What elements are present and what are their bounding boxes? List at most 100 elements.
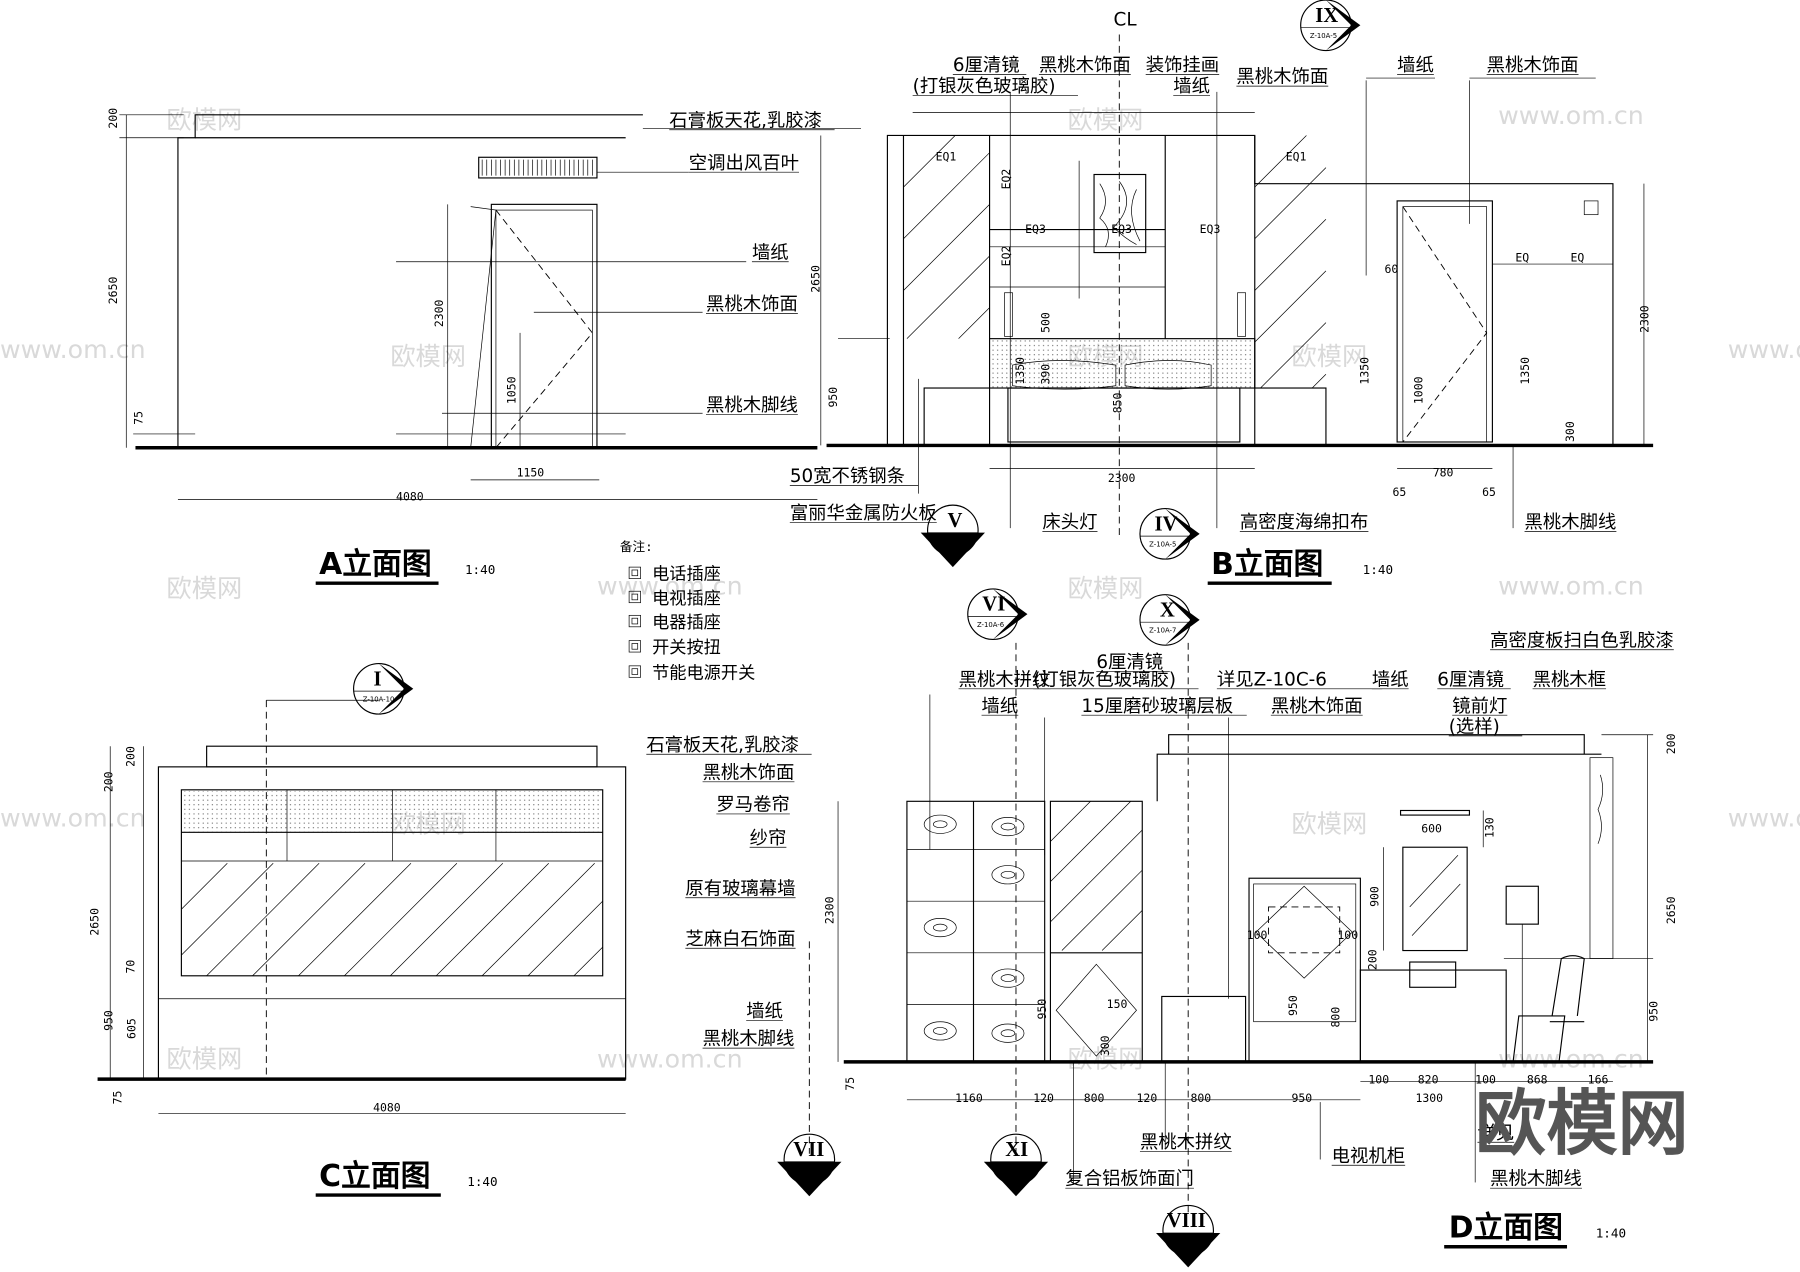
section-reference-code: Z-10A-5: [1149, 540, 1176, 548]
watermark-logo-large: 欧模网: [1475, 1082, 1688, 1165]
elevation-b-dimension: 300: [1563, 421, 1577, 442]
elevation-c-callout-label: 芝麻白石饰面: [685, 929, 795, 950]
watermark-url: www.om.cn: [1498, 101, 1644, 130]
elevation-c-scale: 1:40: [467, 1174, 497, 1189]
elevation-d-callout-label: 黑桃木拼纹: [959, 669, 1051, 690]
elevation-a-callout-label: 黑桃木脚线: [706, 395, 798, 416]
watermark-logo: 欧模网: [1292, 342, 1368, 371]
elevation-a-drawing: [119, 114, 862, 500]
elevation-b-dimension: 2300: [1108, 471, 1136, 485]
watermark-logo: 欧模网: [1292, 809, 1368, 838]
elevation-b-callout-label: 墙纸: [1397, 55, 1434, 76]
elevation-b-dimension: EQ: [1570, 251, 1584, 265]
section-marker: IX Z-10A-5: [1300, 0, 1361, 52]
elevation-c-callout-label: 纱帘: [750, 828, 787, 849]
section-reference-code: Z-10A-5: [1310, 32, 1337, 40]
elevation-d-callout-label: 黑桃木饰面: [1271, 696, 1363, 717]
elevation-d-dimension: 166: [1588, 1073, 1609, 1087]
elevation-d-dimension: 950: [1647, 1001, 1661, 1022]
elevation-b-callout-label: 6厘清镜: [953, 55, 1020, 76]
elevation-c-callout-label: 罗马卷帘: [716, 794, 789, 815]
elevation-b-callout-label: 黑桃木饰面: [1039, 55, 1131, 76]
elevation-a-dimension: 200: [106, 108, 120, 129]
notes-item-label: 节能电源开关: [652, 663, 755, 683]
watermark-url: www.om.cn: [597, 1045, 743, 1074]
tv-socket-icon: [628, 590, 641, 604]
elevation-d-callout-label: 墙纸: [982, 696, 1019, 717]
elevation-b-dimension: EQ1: [936, 150, 957, 164]
elevation-c-callout-label: 原有玻璃幕墙: [685, 878, 795, 899]
section-numeral: IV: [1155, 513, 1178, 535]
elevation-d-dimension: 75: [843, 1077, 857, 1091]
watermark-url: www.om.cn: [1728, 804, 1800, 833]
section-reference-code: Z-10A-7: [1149, 627, 1176, 635]
section-numeral: VIII: [1167, 1210, 1206, 1232]
elevation-b-dimension: 60: [1384, 262, 1398, 276]
elevation-c-dimension: 75: [111, 1091, 125, 1105]
section-reference-code: Z-10A-6: [977, 621, 1004, 629]
elevation-d-dimension: 950: [1292, 1091, 1313, 1105]
elevation-d-drawing: [808, 642, 1654, 1217]
elevation-b-dimension: 500: [1038, 312, 1052, 333]
elevation-d-dimension: 2300: [822, 896, 836, 924]
notes-item-label: 电视插座: [652, 589, 721, 609]
centerline-mark: CL: [1114, 9, 1138, 30]
elevation-c-callout-label: 墙纸: [746, 1001, 783, 1022]
elevation-c-drawing: [97, 699, 627, 1114]
section-reference-code: Z-10A-5: [937, 537, 964, 545]
elevation-d-callout-label: 复合铝板饰面门: [1065, 1169, 1194, 1190]
elevation-d-dimension: 300: [1098, 1035, 1112, 1056]
elevation-d-callout-label: 黑桃木拼纹: [1140, 1132, 1232, 1153]
elevation-d-callout-label: 黑桃木脚线: [1490, 1169, 1582, 1190]
section-numeral: IX: [1315, 5, 1338, 27]
elevation-b-dimension: 850: [1111, 392, 1125, 413]
watermark-logo: 欧模网: [166, 1045, 242, 1074]
energy-saving-switch-icon: [628, 665, 641, 678]
elevation-b-dimension: 1350: [1518, 357, 1532, 385]
elevation-d-dimension: 950: [1286, 995, 1300, 1016]
phone-socket-icon: [628, 566, 641, 579]
elevation-d-dimension: 120: [1137, 1091, 1158, 1105]
elevation-b-drawing: [820, 34, 1654, 540]
watermark-url: www.om.cn: [0, 335, 146, 364]
elevation-d-callout-label: 电视机柜: [1332, 1146, 1405, 1167]
elevation-d-callout-label: 黑桃木框: [1533, 669, 1606, 690]
elevation-c-callout-label: 石膏板天花,乳胶漆: [646, 734, 799, 756]
elevation-d-callout-label: 详见Z-10C-6: [1217, 669, 1327, 690]
elevation-c-callout-label: 黑桃木脚线: [703, 1029, 795, 1050]
elevation-a-dimension: 1150: [517, 465, 545, 479]
elevation-c-dimension: 70: [123, 960, 137, 974]
section-numeral: I: [373, 668, 381, 690]
elevation-b-callout-label: 黑桃木饰面: [1236, 67, 1328, 88]
notes-item-label: 电话插座: [652, 565, 721, 585]
section-numeral: X: [1160, 599, 1175, 621]
elevation-d-dimension: 100: [1247, 928, 1268, 942]
elevation-b-dimension: EQ3: [1200, 222, 1221, 236]
watermark-url: www.om.cn: [1728, 335, 1800, 364]
power-socket-icon: [628, 614, 641, 628]
elevation-d-dimension: 800: [1329, 1007, 1343, 1028]
section-marker: V Z-10A-5: [920, 504, 985, 568]
elevation-b-callout-label: 黑桃木饰面: [1487, 55, 1579, 76]
elevation-d-callout-label: 详见: [1477, 1123, 1514, 1144]
notes-title: 备注:: [620, 539, 653, 554]
elevation-d-callout-label: 镜前灯: [1452, 696, 1507, 717]
section-numeral: V: [947, 510, 962, 532]
elevation-d-callout-label: 15厘磨砂玻璃层板: [1081, 696, 1233, 717]
elevation-a-title: A立面图: [319, 547, 432, 582]
elevation-b-dimension: 1350: [1013, 357, 1027, 385]
section-marker: VIII Z-10A-7: [1156, 1204, 1221, 1268]
elevation-d-callout-label: (选样): [1449, 716, 1500, 737]
notes-item-label: 开关按扭: [652, 638, 721, 658]
watermark-logo: 欧模网: [166, 106, 242, 135]
elevation-b-dimension: EQ3: [1025, 222, 1046, 236]
elevation-c-dimension: 605: [124, 1018, 138, 1039]
elevation-b-dimension: 390: [1038, 364, 1052, 385]
watermark-url: www.om.cn: [597, 572, 743, 601]
section-reference-code: Z-10A-7: [1172, 1237, 1199, 1245]
elevation-d-dimension: 100: [1368, 1073, 1389, 1087]
watermark-url: www.om.cn: [1498, 572, 1644, 601]
section-marker: XIZ-10A-7: [983, 1133, 1049, 1197]
elevation-a-callout-label: 黑桃木饰面: [706, 294, 798, 315]
section-reference-code: Z-10A-7: [1000, 1166, 1027, 1174]
